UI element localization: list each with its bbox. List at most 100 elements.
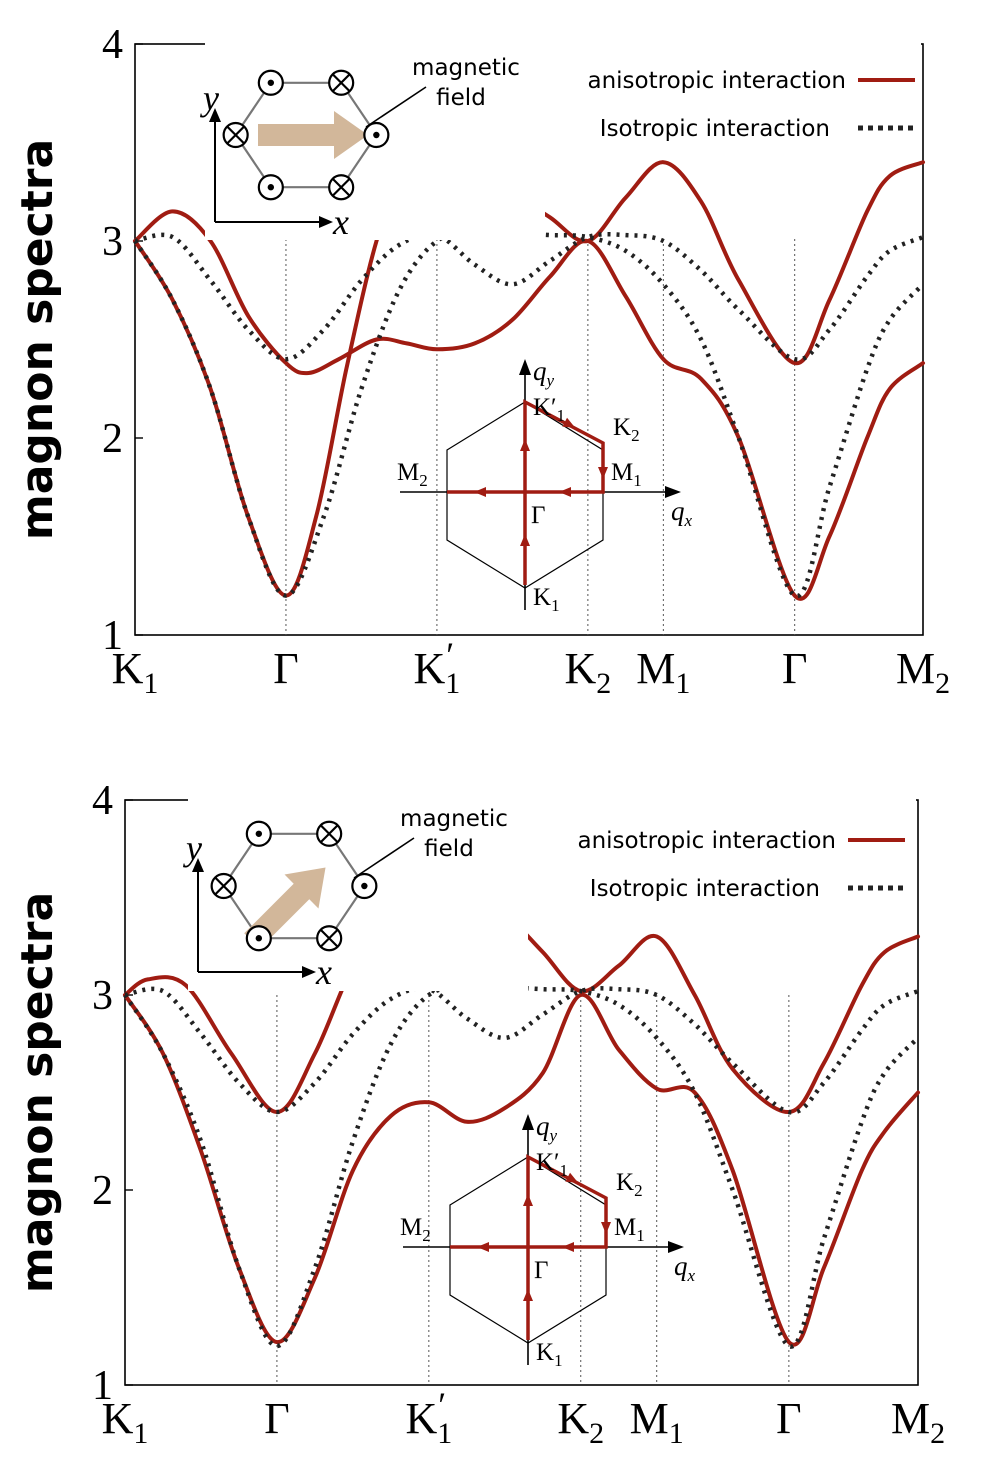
label-part: y	[548, 1126, 558, 1145]
label-part: 2	[935, 667, 950, 700]
path-arrow-icon	[598, 467, 608, 479]
qx-label: qx	[671, 496, 693, 530]
y-tick-label: 4	[102, 22, 123, 68]
path-arrow-icon	[523, 1289, 533, 1301]
m2-label: M2	[400, 1214, 431, 1245]
label-part: Γ	[273, 644, 298, 693]
label-part: x	[684, 511, 693, 530]
label-part: 2	[422, 1226, 431, 1245]
m1-label: M1	[614, 1214, 645, 1245]
field-arrow-icon	[258, 111, 368, 159]
legend-entry: Isotropic interaction	[590, 876, 820, 902]
y-tick-label: 4	[92, 778, 113, 824]
label-part: K	[557, 1394, 589, 1443]
legend-entry: Isotropic interaction	[600, 116, 830, 142]
inset-y-label: y	[183, 828, 202, 868]
label-part: 1	[669, 1417, 684, 1450]
label-part: Γ	[264, 1394, 289, 1443]
label-part: K′	[533, 394, 557, 421]
field-pointer-line	[353, 837, 415, 879]
label-part: K	[102, 1394, 134, 1443]
series-line-isotropic	[134, 231, 924, 362]
path-arrow-icon	[562, 1242, 574, 1252]
label-part: 1	[636, 1226, 645, 1245]
y-tick-label: 1	[92, 1363, 113, 1409]
k1prime-label: K′1	[533, 394, 565, 425]
spin-cross-icon	[332, 178, 350, 196]
field-label: field	[424, 836, 474, 862]
label-part: ′	[446, 635, 454, 675]
x-tick-label: Γ	[776, 1394, 801, 1443]
y-tick-label: 3	[92, 973, 113, 1019]
legend-entry: anisotropic interaction	[588, 68, 847, 94]
path-arrow-icon	[562, 417, 576, 428]
x-tick-label: M2	[896, 644, 950, 700]
path-arrow-icon	[477, 1242, 489, 1252]
inset-x-label: x	[332, 202, 349, 242]
label-part: K	[616, 1169, 634, 1196]
label-part: M	[397, 459, 419, 486]
path-arrow-icon	[520, 534, 530, 546]
label-part: M	[614, 1214, 636, 1241]
label-part: q	[533, 356, 547, 386]
label-part: K	[405, 1394, 437, 1443]
label-part: M	[611, 459, 633, 486]
legend-gap	[375, 796, 916, 804]
label-part: Γ	[776, 1394, 801, 1443]
spin-dot-icon	[267, 184, 275, 191]
label-part: 2	[589, 1417, 604, 1450]
y-tick-label: 2	[102, 416, 123, 462]
x-tick-label: K2	[557, 1394, 604, 1450]
label-part: 1	[557, 406, 566, 425]
label-part: K	[536, 1339, 554, 1366]
path-arrow-icon	[520, 439, 530, 451]
label-part: Γ	[531, 502, 545, 529]
field-pointer-line	[365, 86, 427, 128]
x-tick-label: K1	[102, 1394, 149, 1450]
y-tick-label: 2	[92, 1168, 113, 1214]
label-part: y	[545, 371, 555, 390]
label-part: K	[414, 644, 446, 693]
label-part: K	[564, 644, 596, 693]
x-tick-label: Γ	[782, 644, 807, 693]
k1-label: K1	[533, 584, 560, 615]
x-tick-label: Γ	[273, 644, 298, 693]
spin-dot-icon	[361, 882, 368, 890]
label-part: Γ	[782, 644, 807, 693]
field-label: magnetic	[400, 806, 508, 832]
field-label: field	[436, 85, 486, 111]
label-part: 1	[633, 471, 642, 490]
x-tick-label: M1	[630, 1394, 684, 1450]
spin-dot-icon	[255, 935, 263, 942]
label-part: 1	[133, 1417, 148, 1450]
spin-dot-icon	[267, 79, 275, 86]
inset-y-arrow-icon	[209, 108, 221, 122]
series-line-anisotropic	[123, 992, 920, 1347]
k2-label: K2	[613, 414, 640, 445]
k1prime-label: K′1	[536, 1149, 568, 1180]
label-part: q	[671, 496, 685, 526]
y-axis-label: magnon spectra	[12, 139, 63, 540]
inset-x-label: x	[315, 952, 332, 992]
x-tick-label: Γ	[264, 1394, 289, 1443]
bz-path	[450, 1154, 608, 1340]
label-part: M	[896, 644, 935, 693]
legend-entry: anisotropic interaction	[578, 828, 837, 854]
spin-cross-icon	[320, 929, 338, 947]
inset-y-label: y	[200, 78, 219, 118]
label-part: 2	[596, 667, 611, 700]
label-part: K	[533, 584, 551, 611]
qx-label: qx	[674, 1251, 696, 1285]
label-part: 2	[419, 471, 428, 490]
label-part: Γ	[534, 1257, 548, 1284]
label-part: 1	[554, 1351, 563, 1370]
series-line-isotropic	[133, 230, 925, 599]
x-tick-label: K1′	[405, 1385, 452, 1450]
path-arrow-icon	[523, 1194, 533, 1206]
label-part: K	[613, 414, 631, 441]
qy-label: qy	[536, 1111, 558, 1145]
qy-label: qy	[533, 356, 555, 390]
